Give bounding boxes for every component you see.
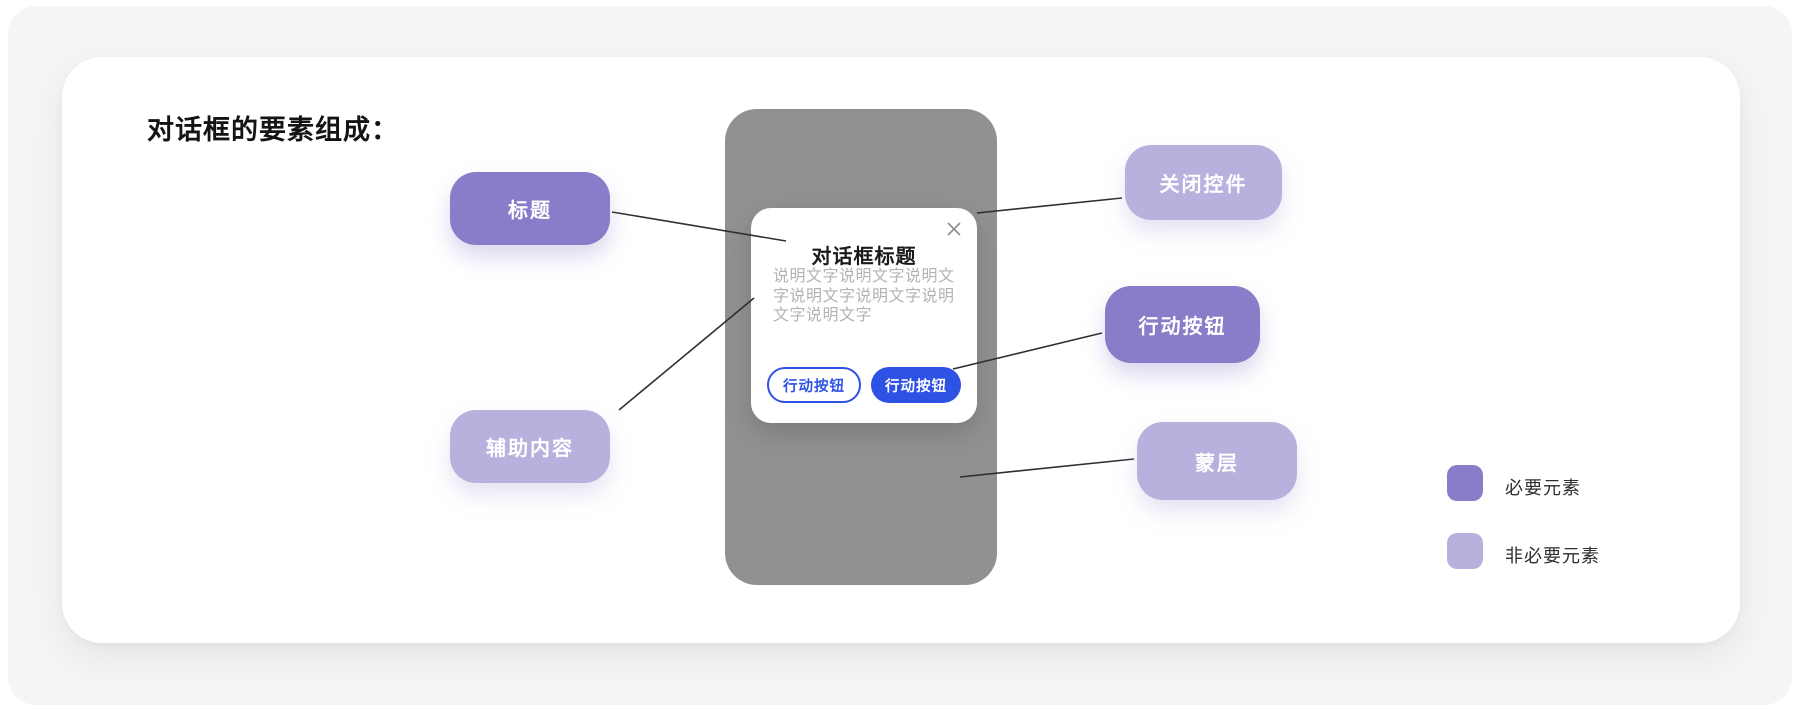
dialog-body-text: 说明文字说明文字说明文字说明文字说明文字说明文字说明文字 bbox=[773, 268, 955, 324]
dialog-example: 对话框标题 说明文字说明文字说明文字说明文字说明文字说明文字说明文字 行动按钮 … bbox=[751, 208, 977, 423]
callout-mask-layer: 蒙层 bbox=[1137, 422, 1297, 500]
legend-label-optional: 非必要元素 bbox=[1505, 546, 1600, 566]
callout-auxiliary-content: 辅助内容 bbox=[450, 410, 610, 483]
action-button-secondary[interactable]: 行动按钮 bbox=[767, 367, 861, 403]
legend-swatch-required bbox=[1447, 465, 1483, 501]
page-title: 对话框的要素组成： bbox=[147, 115, 399, 145]
callout-close-control: 关闭控件 bbox=[1125, 145, 1282, 220]
action-button-primary[interactable]: 行动按钮 bbox=[871, 367, 961, 403]
dialog-button-row: 行动按钮 行动按钮 bbox=[751, 367, 977, 403]
callout-title: 标题 bbox=[450, 172, 610, 245]
legend-label-required: 必要元素 bbox=[1505, 478, 1581, 498]
legend-swatch-optional bbox=[1447, 533, 1483, 569]
dialog-title: 对话框标题 bbox=[811, 246, 917, 268]
close-icon[interactable] bbox=[946, 221, 962, 237]
callout-action-button: 行动按钮 bbox=[1105, 286, 1260, 363]
